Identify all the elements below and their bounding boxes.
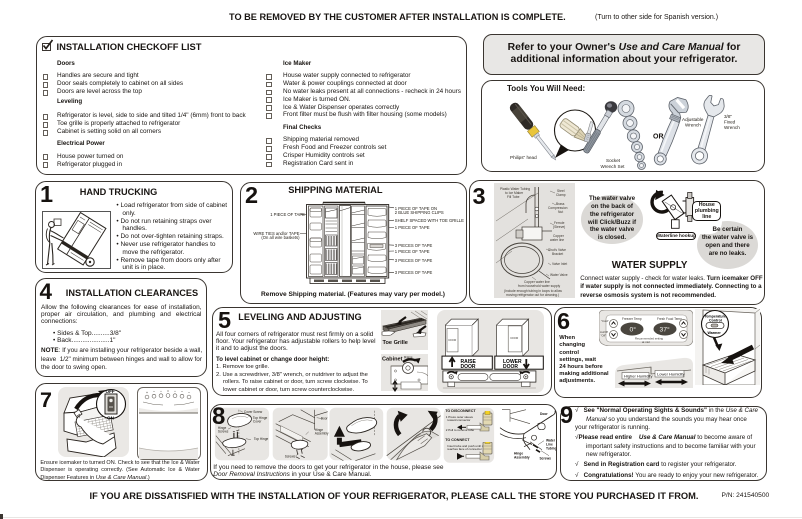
- svg-text:RAISE: RAISE: [461, 359, 477, 365]
- svg-text:Socket: Socket: [606, 158, 621, 163]
- svg-text:Assembly: Assembly: [514, 455, 530, 459]
- svg-text:37°: 37°: [660, 325, 671, 333]
- svg-text:Fresh Food Temp: Fresh Food Temp: [657, 317, 682, 321]
- svg-text:Wrench: Wrench: [724, 125, 740, 130]
- svg-text:Fill Tube: Fill Tube: [507, 195, 520, 199]
- svg-text:OFF: OFF: [105, 389, 114, 394]
- svg-text:Control: Control: [709, 318, 722, 322]
- svg-text:(Sleeve): (Sleeve): [553, 225, 565, 229]
- svg-text:3/8": 3/8": [724, 114, 732, 119]
- svg-text:Plastic Water Tubing: Plastic Water Tubing: [500, 187, 530, 191]
- svg-text:"Cold": "Cold": [601, 319, 609, 323]
- svg-text:"Off": "Off": [601, 333, 607, 337]
- svg-text:Recommended setting: Recommended setting: [635, 336, 663, 340]
- svg-text:DOOR: DOOR: [503, 364, 518, 370]
- svg-text:water line: water line: [550, 238, 564, 242]
- svg-text:at mid: at mid: [642, 340, 650, 344]
- svg-text:Bracket: Bracket: [552, 252, 563, 256]
- svg-text:Warmer: Warmer: [708, 331, 722, 335]
- svg-text:Compression: Compression: [548, 206, 568, 210]
- svg-text:Door: Door: [321, 416, 329, 420]
- svg-text:Adjustable: Adjustable: [682, 117, 704, 122]
- svg-text:Tubing: Tubing: [546, 446, 556, 450]
- svg-text:Copper water line: Copper water line: [524, 280, 550, 284]
- svg-text:from household water supply: from household water supply: [518, 284, 561, 288]
- svg-text:Wrench: Wrench: [685, 123, 701, 128]
- svg-text:Hinge: Hinge: [514, 451, 523, 455]
- svg-text:Brass: Brass: [556, 202, 565, 206]
- svg-text:Lower Humidity: Lower Humidity: [657, 371, 685, 376]
- svg-text:Wrench Set: Wrench Set: [601, 164, 626, 169]
- svg-text:0°: 0°: [630, 325, 637, 333]
- svg-text:Fixed: Fixed: [724, 120, 736, 125]
- svg-text:DOOR: DOOR: [461, 364, 476, 370]
- svg-text:Au/Off: Au/Off: [600, 330, 608, 334]
- svg-text:Nut: Nut: [558, 210, 563, 214]
- svg-text:ON: ON: [107, 415, 115, 420]
- svg-text:DOOR: DOOR: [449, 338, 457, 342]
- svg-text:Line: Line: [546, 442, 553, 446]
- svg-text:Screws: Screws: [218, 429, 229, 433]
- svg-text:Philips" head: Philips" head: [510, 155, 537, 160]
- svg-text:Screws: Screws: [285, 454, 296, 458]
- svg-text:Valve Inlet: Valve Inlet: [552, 262, 567, 266]
- svg-text:Clamp: Clamp: [556, 193, 566, 197]
- svg-text:Raise: Raise: [404, 355, 413, 359]
- svg-text:Water: Water: [546, 438, 556, 442]
- svg-text:Screws: Screws: [539, 456, 551, 460]
- svg-text:Door: Door: [540, 412, 548, 416]
- svg-text:to Ice Maker: to Ice Maker: [505, 191, 524, 195]
- svg-text:Water Valve: Water Valve: [550, 273, 568, 277]
- svg-text:Hinge: Hinge: [315, 428, 324, 432]
- svg-text:Assembly: Assembly: [315, 431, 329, 435]
- svg-text:Cabinet: Cabinet: [382, 356, 403, 362]
- svg-text:Shut's Valve: Shut's Valve: [548, 248, 566, 252]
- svg-text:Temperature: Temperature: [705, 314, 727, 318]
- svg-text:(Include enough tubing in loop: (Include enough tubing in loops to allow: [504, 289, 563, 293]
- svg-text:moving refrigerator out for cl: moving refrigerator out for cleaning.): [506, 293, 559, 297]
- svg-text:Top Hinge: Top Hinge: [253, 416, 268, 420]
- svg-text:Ferrule: Ferrule: [554, 221, 565, 225]
- svg-text:Top Hinge: Top Hinge: [254, 437, 269, 441]
- svg-text:LOWER: LOWER: [503, 359, 522, 365]
- svg-text:Cover Screw: Cover Screw: [244, 410, 263, 414]
- svg-text:OR: OR: [653, 134, 664, 141]
- svg-text:Hinge: Hinge: [218, 426, 227, 430]
- svg-text:Steel: Steel: [557, 189, 565, 193]
- svg-text:Freezer Temp: Freezer Temp: [622, 317, 642, 321]
- svg-text:Copper: Copper: [553, 234, 565, 238]
- svg-text:Cover: Cover: [253, 419, 262, 423]
- svg-text:Higher Humidity: Higher Humidity: [624, 373, 652, 378]
- svg-text:Toe Grille: Toe Grille: [382, 340, 407, 346]
- svg-text:DOOR: DOOR: [511, 336, 519, 340]
